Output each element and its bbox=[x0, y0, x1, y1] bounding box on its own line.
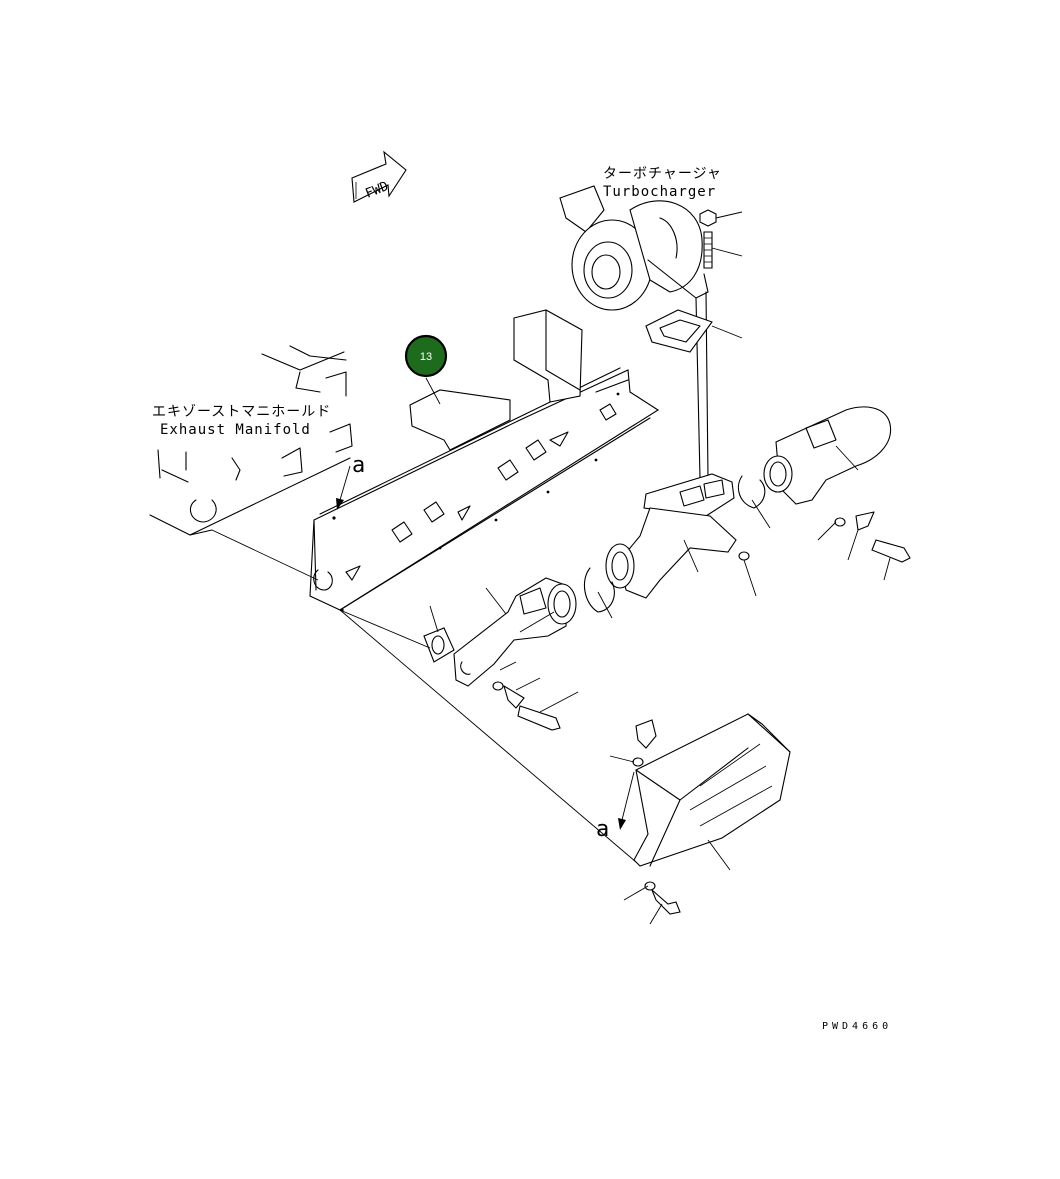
fwd-arrow-icon: FWD bbox=[351, 150, 407, 203]
ring-right bbox=[737, 475, 766, 509]
manifold-label-jp: エキゾーストマニホールド bbox=[152, 404, 331, 420]
turbo-gasket bbox=[645, 309, 713, 353]
callout-number: 13 bbox=[420, 351, 432, 363]
ring-left bbox=[583, 567, 615, 613]
left-manifold bbox=[453, 577, 577, 687]
drawing-code: PWD4660 bbox=[822, 1021, 892, 1032]
reference-a-upper: a bbox=[352, 453, 365, 478]
bolts bbox=[492, 511, 911, 915]
heat-shield-main bbox=[309, 309, 660, 612]
turbocharger bbox=[559, 185, 709, 479]
callout-13[interactable]: 13 bbox=[404, 334, 448, 378]
turbocharger-label-jp: ターボチャージャ bbox=[603, 166, 722, 182]
small-gasket bbox=[423, 627, 455, 663]
leader-lines bbox=[425, 377, 891, 925]
center-manifold bbox=[605, 473, 737, 599]
engine-block bbox=[149, 345, 353, 536]
manifold-label-en: Exhaust Manifold bbox=[160, 422, 311, 438]
reference-a-lower: a bbox=[596, 817, 609, 842]
nut-and-stud bbox=[699, 209, 717, 269]
heat-shield-lower bbox=[633, 713, 791, 867]
right-manifold bbox=[763, 406, 892, 505]
turbocharger-label-en: Turbocharger bbox=[603, 184, 716, 200]
